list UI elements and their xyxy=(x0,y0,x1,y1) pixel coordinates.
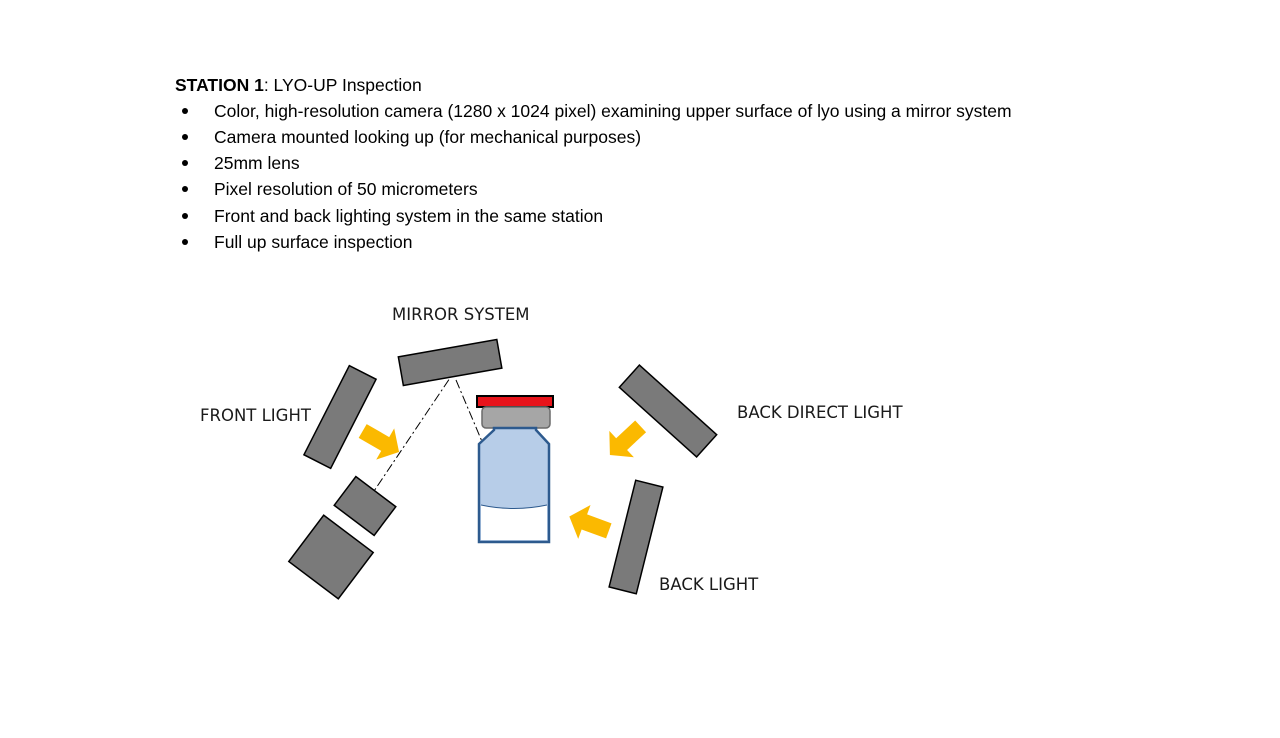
back-direct-light-arrow-icon xyxy=(609,420,647,458)
front-light-arrow-icon xyxy=(358,424,400,460)
vial-cap-red xyxy=(476,395,554,408)
vial xyxy=(476,395,554,544)
bullet-icon xyxy=(182,134,188,140)
label-mirror-system: MIRROR SYSTEM xyxy=(392,305,530,324)
station-heading: STATION 1: LYO-UP Inspection xyxy=(175,74,422,96)
vial-outline xyxy=(477,426,551,544)
back-light-block xyxy=(608,479,664,595)
heading-separator: : xyxy=(263,75,269,95)
optical-path-camera-to-mirror xyxy=(367,377,451,501)
back-direct-light-block xyxy=(618,363,718,459)
bullet-icon xyxy=(182,160,188,166)
vial-cap-grey xyxy=(481,406,551,429)
camera-body xyxy=(287,514,375,600)
light-arrows xyxy=(358,420,647,539)
front-light-block xyxy=(302,364,378,470)
station-title: LYO-UP Inspection xyxy=(268,75,422,95)
vial-lyo-cake xyxy=(481,505,547,540)
station-number: STATION 1 xyxy=(175,75,264,95)
bullet-icon xyxy=(182,239,188,245)
label-back-direct-light: BACK DIRECT LIGHT xyxy=(737,403,903,422)
camera xyxy=(287,475,397,600)
mirror-system-block xyxy=(397,338,503,387)
optical-path-mirror-to-vial xyxy=(455,379,509,504)
label-front-light: FRONT LIGHT xyxy=(200,406,312,425)
bullet-icon xyxy=(182,186,188,192)
vial-lyo-surface xyxy=(480,504,548,509)
label-back-light: BACK LIGHT xyxy=(659,575,759,594)
bullet-icon xyxy=(182,213,188,219)
camera-lens xyxy=(333,475,397,537)
back-light-arrow-icon xyxy=(569,505,612,539)
optical-path xyxy=(367,377,509,504)
bullet-icon xyxy=(182,108,188,114)
